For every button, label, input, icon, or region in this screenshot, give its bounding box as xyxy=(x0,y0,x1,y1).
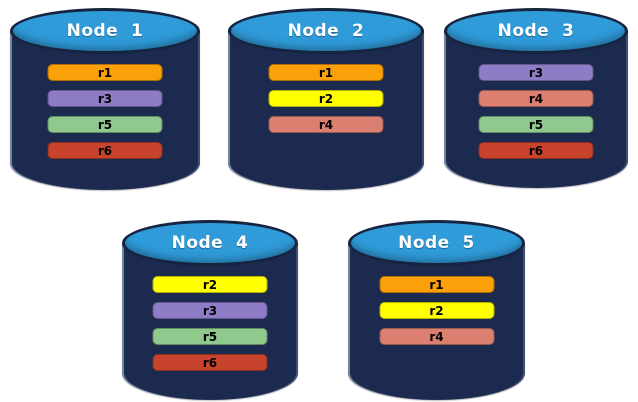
replica-label: r1 xyxy=(97,65,113,80)
db-node-5: Node 5 r1 r2 r4 xyxy=(348,220,525,400)
replica-bar-r5: r5 xyxy=(152,328,268,345)
replica-label: r4 xyxy=(429,329,444,344)
replica-bar-list: r2 r3 r5 r6 xyxy=(152,276,268,371)
cylinder-body xyxy=(122,243,298,400)
node-label: Node 3 xyxy=(497,21,575,41)
replica-bar-r2: r2 xyxy=(268,90,384,107)
replica-bar-r5: r5 xyxy=(47,116,163,133)
replica-label: r4 xyxy=(528,91,544,106)
replica-label: r4 xyxy=(318,117,334,132)
cylinder-top: Node 2 xyxy=(228,8,424,54)
replica-bar-r3: r3 xyxy=(152,302,268,319)
replica-label: r6 xyxy=(528,143,544,158)
replica-bar-r6: r6 xyxy=(47,142,163,159)
db-node-3: Node 3 r3 r4 r5 r6 xyxy=(444,8,628,188)
replica-bar-r6: r6 xyxy=(152,354,268,371)
replica-bar-r3: r3 xyxy=(47,90,163,107)
cylinder-body xyxy=(444,31,628,188)
replica-label: r1 xyxy=(429,277,444,292)
replica-bar-list: r1 r3 r5 r6 xyxy=(47,64,163,159)
cylinder-top: Node 5 xyxy=(348,220,525,266)
replica-label: r6 xyxy=(202,355,218,370)
node-label: Node 5 xyxy=(398,233,475,253)
replica-label: r3 xyxy=(97,91,113,106)
replica-label: r3 xyxy=(528,65,544,80)
db-node-2: Node 2 r1 r2 r4 xyxy=(228,8,424,190)
replica-bar-r2: r2 xyxy=(379,302,494,319)
cylinder-top: Node 1 xyxy=(10,8,200,54)
replica-label: r5 xyxy=(97,117,113,132)
replica-label: r5 xyxy=(528,117,544,132)
replica-bar-list: r1 r2 r4 xyxy=(379,276,494,345)
replica-bar-r5: r5 xyxy=(478,116,594,133)
replica-label: r2 xyxy=(318,91,334,106)
replica-label: r5 xyxy=(202,329,218,344)
db-node-1: Node 1 r1 r3 r5 r6 xyxy=(10,8,200,190)
replica-bar-list: r1 r2 r4 xyxy=(268,64,384,133)
replica-bar-r1: r1 xyxy=(47,64,163,81)
cylinder-top: Node 4 xyxy=(122,220,298,266)
replica-bar-list: r3 r4 r5 r6 xyxy=(478,64,594,159)
replica-bar-r4: r4 xyxy=(478,90,594,107)
node-label: Node 1 xyxy=(66,21,144,41)
cylinder-body xyxy=(10,31,200,190)
replica-bar-r3: r3 xyxy=(478,64,594,81)
node-label: Node 2 xyxy=(287,21,365,41)
cylinder-top: Node 3 xyxy=(444,8,628,54)
cylinder-body xyxy=(348,243,525,400)
replica-bar-r1: r1 xyxy=(268,64,384,81)
replica-label: r6 xyxy=(97,143,113,158)
replica-bar-r4: r4 xyxy=(379,328,494,345)
replica-label: r1 xyxy=(318,65,334,80)
node-label: Node 4 xyxy=(171,233,249,253)
replica-label: r3 xyxy=(202,303,218,318)
replica-bar-r2: r2 xyxy=(152,276,268,293)
cylinder-body xyxy=(228,31,424,190)
db-node-4: Node 4 r2 r3 r5 r6 xyxy=(122,220,298,400)
replica-bar-r1: r1 xyxy=(379,276,494,293)
replica-label: r2 xyxy=(429,303,444,318)
replica-label: r2 xyxy=(202,277,218,292)
replica-bar-r4: r4 xyxy=(268,116,384,133)
replica-bar-r6: r6 xyxy=(478,142,594,159)
